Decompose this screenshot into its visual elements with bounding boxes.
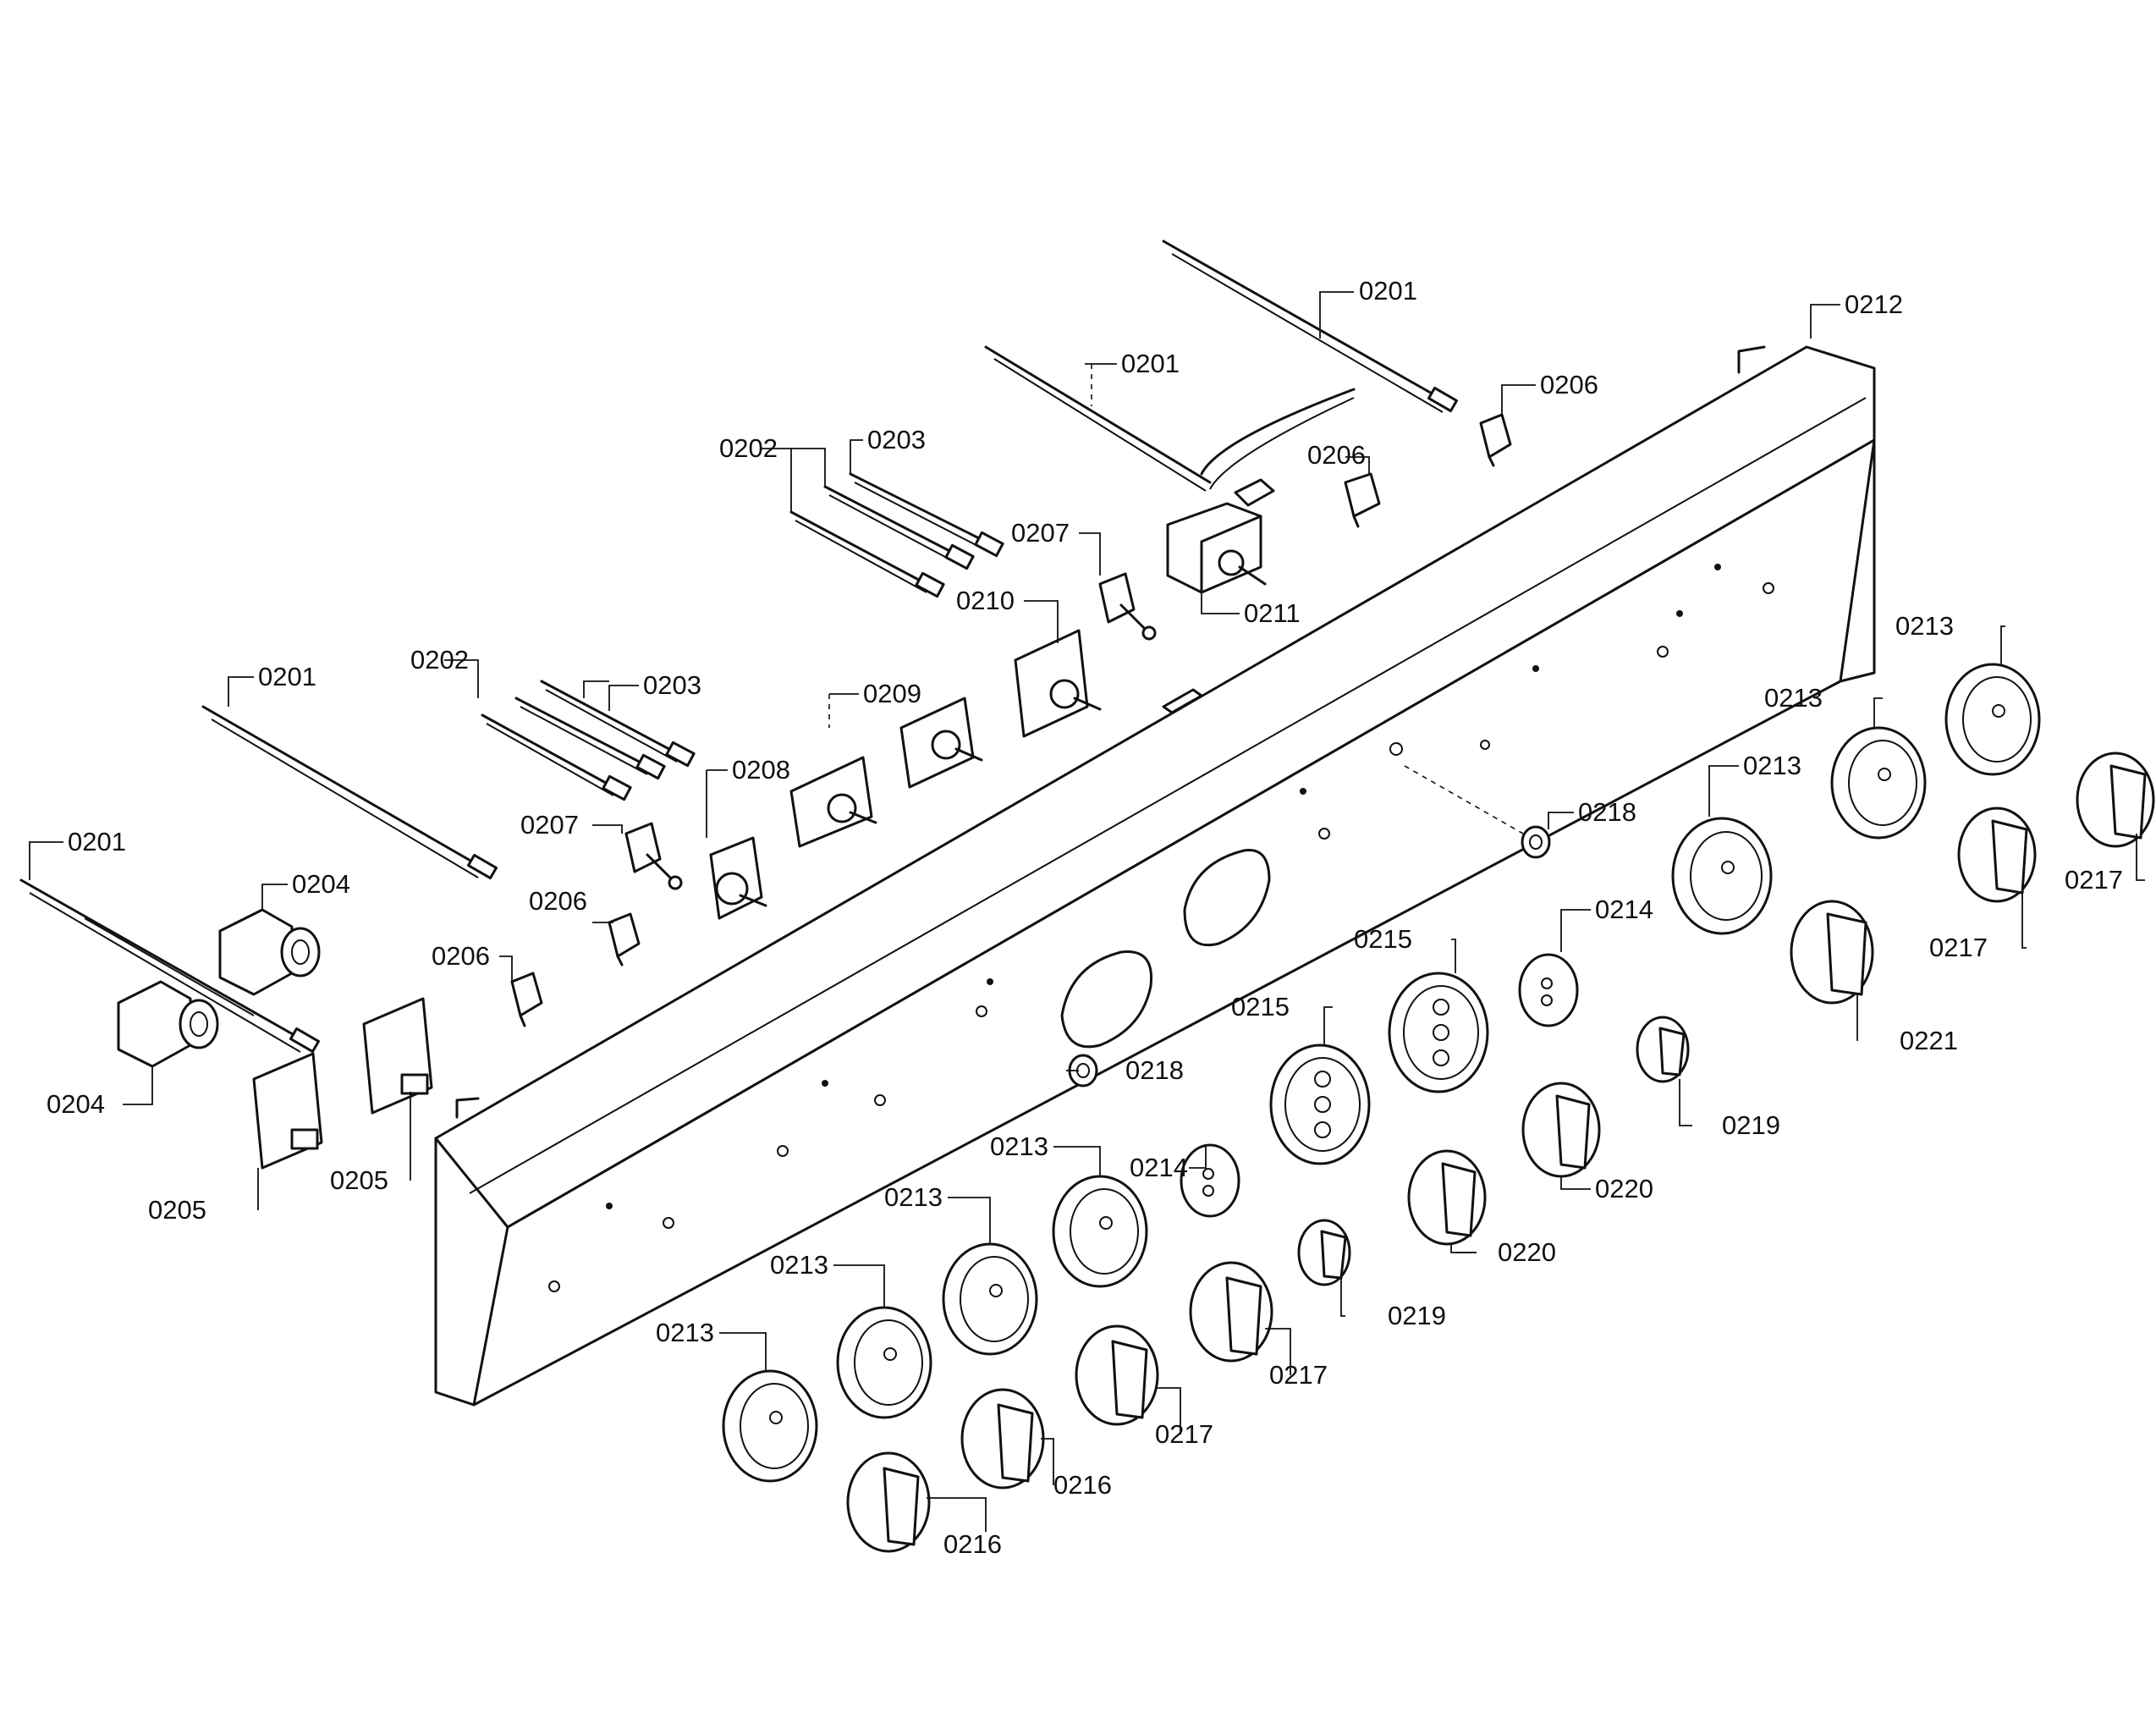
- wire-harness-center: [984, 345, 1356, 507]
- label-switch-left-a: 0206: [529, 886, 587, 916]
- label-bezel-r3: 0213: [1743, 751, 1801, 780]
- microswitch-left-b: [510, 972, 543, 1027]
- probe-upper-0202: [789, 510, 945, 598]
- module-right: [362, 997, 433, 1115]
- valve-lower: [117, 980, 219, 1068]
- small-bezel-upper: [1518, 953, 1579, 1027]
- label-small-bezel-upper: 0214: [1595, 895, 1653, 924]
- label-control-panel: 0212: [1845, 289, 1903, 319]
- probe-lower-0202: [481, 697, 666, 801]
- bezel-l2: [942, 1242, 1038, 1356]
- label-triple-bezel-lower: 0215: [1231, 992, 1290, 1021]
- label-toggle-lower: 0207: [520, 810, 579, 840]
- knob-medium-upper-0220: [1521, 1082, 1601, 1178]
- knob-small-lower-0219: [1297, 1219, 1351, 1286]
- label-knob-small-upper: 0219: [1722, 1110, 1780, 1140]
- knob-r1-0217: [2076, 752, 2155, 848]
- knob-front-b-0216: [846, 1451, 931, 1553]
- bezel-r1: [1944, 663, 2041, 776]
- label-toggle-upper: 0207: [1011, 518, 1070, 548]
- label-knob-medium-upper: 0220: [1595, 1174, 1653, 1203]
- small-bezel-lower: [1180, 1143, 1240, 1218]
- wire-harness-right-top: [1162, 240, 1458, 413]
- label-board-upper: 0210: [956, 586, 1015, 615]
- label-valve-upper: 0204: [292, 869, 350, 899]
- label-knob-medium-lower: 0220: [1498, 1237, 1556, 1267]
- label-bezel-r1: 0213: [1895, 611, 1954, 641]
- label-switch-right-b: 0206: [1307, 440, 1366, 470]
- label-bezel-l4: 0213: [656, 1318, 714, 1347]
- label-switch-right-a: 0206: [1540, 370, 1598, 399]
- label-knob-l1: 0217: [1269, 1360, 1328, 1390]
- toggle-switch-lower: [624, 822, 683, 890]
- label-thermostat: 0211: [1244, 598, 1301, 628]
- microswitch-left-a: [608, 912, 641, 966]
- knob-medium-lower-0220: [1407, 1149, 1487, 1246]
- board-0209-second: [789, 756, 877, 848]
- bezel-l4: [722, 1369, 818, 1483]
- triple-bezel-lower: [1269, 1043, 1371, 1165]
- probe-upper-0203: [823, 472, 1004, 570]
- bezel-l3: [836, 1306, 932, 1419]
- module-left: [252, 1052, 323, 1170]
- label-module-left: 0205: [148, 1195, 206, 1225]
- panel-holes: [548, 564, 1774, 1292]
- label-small-bezel-lower: 0214: [1130, 1153, 1188, 1182]
- probe-lower-0203: [540, 680, 696, 768]
- valve-upper: [218, 908, 321, 996]
- label-bezel-l1: 0213: [990, 1132, 1048, 1161]
- label-triple-bezel-upper: 0215: [1354, 924, 1412, 954]
- label-probe-lower-b: 0203: [643, 670, 701, 700]
- label-board-lower: 0208: [732, 755, 790, 785]
- label-wire-right-top: 0201: [1359, 276, 1417, 306]
- label-probe-upper-b: 0203: [867, 425, 926, 454]
- plug-upper: [1521, 825, 1551, 859]
- board-mid-0209: [899, 697, 983, 789]
- microswitch-right-b: [1344, 472, 1381, 528]
- knob-l1-0217: [1189, 1261, 1273, 1363]
- label-probe-lower-a: 0202: [410, 645, 469, 675]
- thermostat: [1166, 502, 1267, 594]
- label-board-mid: 0209: [863, 679, 921, 708]
- label-bezel-l3: 0213: [770, 1250, 828, 1280]
- label-module-right: 0205: [330, 1165, 388, 1195]
- label-knob-small-lower: 0219: [1388, 1301, 1446, 1330]
- toggle-switch-upper: [1098, 572, 1157, 641]
- knob-l2-0217: [1075, 1324, 1159, 1426]
- label-knob-front-a: 0216: [1053, 1470, 1112, 1500]
- bezel-l1: [1052, 1175, 1148, 1288]
- wire-harness-far-left: [19, 878, 320, 1054]
- label-probe-upper-a: 0202: [719, 433, 778, 463]
- label-bezel-l2: 0213: [884, 1182, 943, 1212]
- label-knob-r2: 0217: [1929, 933, 1988, 962]
- label-plug-upper: 0218: [1578, 797, 1636, 827]
- label-wire-center: 0201: [1121, 349, 1180, 378]
- label-wire-left-mid: 0201: [258, 662, 316, 691]
- label-bezel-r2: 0213: [1764, 683, 1823, 713]
- part-labels: 0201 0201 0212 0206 0206 0202 0203 0207 …: [47, 276, 2123, 1559]
- leader-lines: [29, 291, 2145, 1532]
- control-panel: [434, 345, 1876, 1407]
- label-plug-lower: 0218: [1125, 1055, 1184, 1085]
- label-valve-lower: 0204: [47, 1089, 105, 1119]
- microswitch-right-a: [1479, 413, 1512, 467]
- label-large-knob: 0221: [1900, 1026, 1958, 1055]
- wire-harness-left-mid: [201, 705, 498, 880]
- bezel-r2: [1830, 726, 1927, 840]
- board-lower-0208: [709, 836, 767, 920]
- board-upper-0210: [1014, 629, 1102, 738]
- knob-small-upper-0219: [1636, 1016, 1690, 1083]
- label-knob-front-b: 0216: [943, 1529, 1002, 1559]
- triple-bezel-upper: [1388, 972, 1489, 1093]
- bezel-r3: [1671, 817, 1773, 935]
- knob-front-a-0216: [960, 1388, 1045, 1489]
- large-knob-0221: [1790, 900, 1874, 1005]
- label-knob-r1: 0217: [2065, 865, 2123, 895]
- label-knob-l2: 0217: [1155, 1419, 1213, 1449]
- label-switch-left-b: 0206: [432, 941, 490, 971]
- label-wire-far-left: 0201: [68, 827, 126, 856]
- knob-r2-0217: [1957, 807, 2037, 903]
